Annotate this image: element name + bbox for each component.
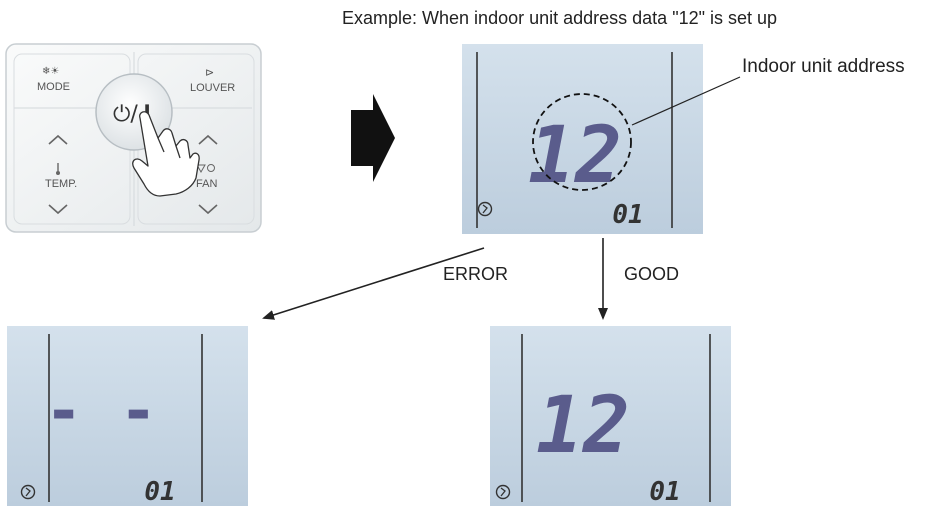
temp-label: TEMP.: [45, 178, 77, 190]
hand-icon: [132, 111, 200, 197]
temp-down-icon[interactable]: [48, 204, 68, 215]
louver-button[interactable]: LOUVER: [190, 82, 235, 94]
fan-up-icon[interactable]: [198, 134, 218, 145]
lcd-display-top: 12 01: [462, 44, 703, 234]
fan-icon: [196, 164, 215, 174]
top-main-digits: 12: [528, 111, 622, 201]
lcd-display-good: 12 01: [490, 326, 731, 506]
remote-controller: ❄☀ MODE ⊳ LOUVER TEMP. FAN ⏻/❙: [5, 43, 262, 233]
error-arrow: [262, 247, 485, 320]
fan-label: FAN: [196, 178, 217, 190]
clock-icon: [20, 484, 36, 500]
clock-icon: [477, 201, 493, 217]
caption: Example: When indoor unit address data "…: [342, 8, 778, 28]
good-main-digits: 12: [536, 381, 630, 471]
error-sub-digits: 01: [144, 477, 175, 506]
good-label: GOOD: [624, 264, 680, 284]
mode-button[interactable]: MODE: [37, 81, 70, 93]
fan-down-icon[interactable]: [198, 204, 218, 215]
callout-line: [631, 76, 741, 126]
right-arrow-icon: [351, 94, 395, 182]
error-label: ERROR: [443, 264, 509, 284]
top-sub-digits: 01: [612, 200, 643, 230]
louver-icon: ⊳: [205, 67, 214, 79]
thermometer-icon: [56, 163, 60, 175]
mode-icons: ❄☀: [42, 66, 59, 77]
address-highlight-circle: [532, 93, 632, 191]
clock-icon: [495, 484, 511, 500]
error-main-digits: - -: [45, 374, 157, 447]
temp-up-icon[interactable]: [48, 134, 68, 145]
good-sub-digits: 01: [649, 477, 680, 506]
indoor-unit-address-label: Indoor unit address: [742, 56, 905, 77]
lcd-display-error: - - 01: [7, 326, 248, 506]
